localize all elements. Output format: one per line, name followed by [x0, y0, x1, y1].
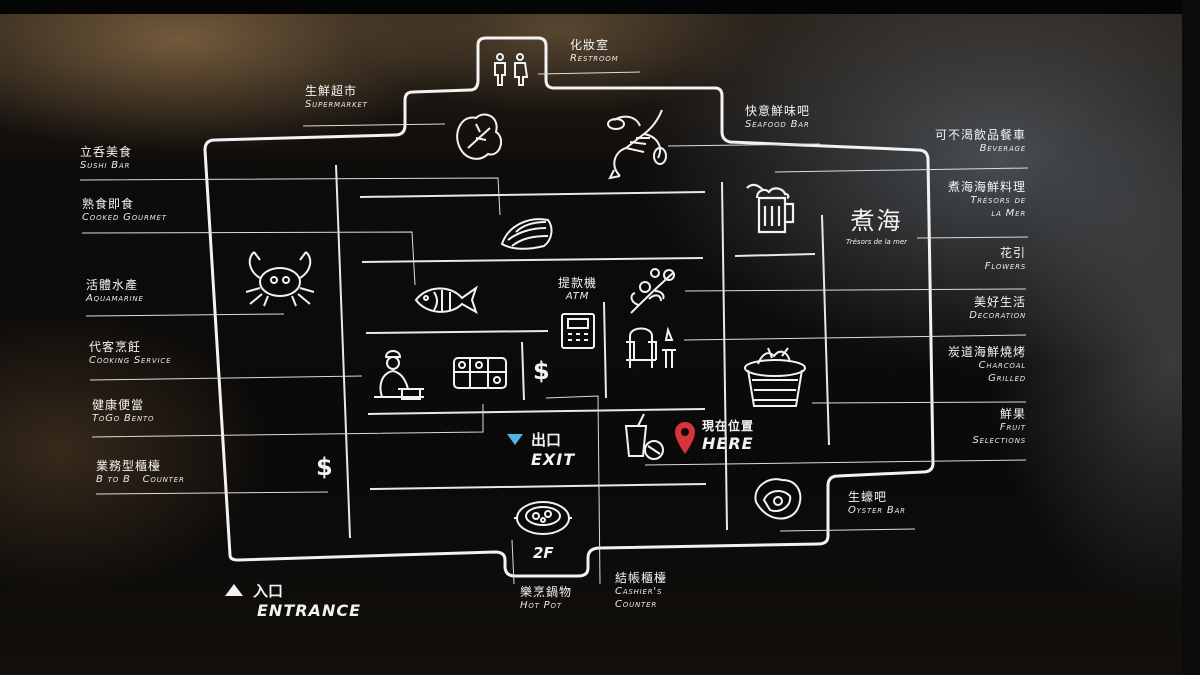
- exit-arrow-icon: [507, 434, 523, 445]
- label-flowers: 花引 Flowers: [984, 246, 1026, 272]
- top-frame: [0, 0, 1200, 14]
- atm-icon: [561, 313, 595, 349]
- brand-logo-zh: 煮海: [850, 207, 903, 235]
- label-entrance: 入口 ENTRANCE: [225, 581, 361, 621]
- lobster-icon: [607, 109, 667, 180]
- dollar-icon: $: [316, 453, 333, 481]
- label-exit: 出口 EXIT: [507, 430, 575, 470]
- label-supermarket: 生鮮超市 Supermarket: [305, 84, 368, 110]
- label-seafood-bar: 快意鮮味吧 Seafood Bar: [745, 104, 811, 130]
- grill-basket-icon: [744, 347, 806, 407]
- label-aquamarine: 活體水產 Aquamarine: [86, 278, 144, 304]
- crab-icon: [245, 251, 315, 307]
- restroom-icon: [494, 53, 529, 86]
- hot-pot-icon: [514, 501, 572, 535]
- fish-icon: [414, 285, 478, 315]
- dollar-icon: $: [533, 357, 550, 385]
- label-togo-bento: 健康便當 ToGo Bento: [92, 398, 155, 424]
- aisles: [335, 164, 830, 539]
- leader-lines: [79, 71, 1029, 585]
- brand-logo: 煮海 Trésors de la mer: [846, 206, 907, 247]
- label-decoration: 美好生活 Decoration: [969, 295, 1026, 321]
- label-hot-pot: 樂烹鍋物 Hot Pot: [520, 585, 573, 611]
- label-sushi-bar: 立呑美食 Sushi Bar: [80, 145, 133, 171]
- floor-outline: [203, 36, 935, 578]
- vegetable-icon: [456, 113, 503, 160]
- label-here: 現在位置 HERE: [702, 419, 755, 453]
- drink-icon: [624, 413, 664, 460]
- label-atm: 提款機 ATM: [558, 276, 598, 302]
- armchair-icon: [626, 326, 676, 368]
- label-beverage: 可不渴飲品餐車 Beverage: [934, 128, 1026, 154]
- location-pin-icon: [675, 422, 695, 454]
- right-frame: [1182, 0, 1200, 675]
- sushi-icon: [500, 218, 553, 250]
- label-cashier-counter: 結帳櫃檯 Cashier's Counter: [615, 571, 668, 610]
- oyster-icon: [754, 478, 802, 520]
- label-oyster-bar: 生蠔吧 Oyster Bar: [848, 490, 906, 516]
- label-charcoal-grilled: 炭道海鮮燒烤 Charcoal Grilled: [947, 345, 1026, 384]
- brand-logo-en: Trésors de la mer: [846, 238, 908, 246]
- label-floor: 2F: [533, 544, 554, 562]
- label-restroom: 化妝室 Restroom: [570, 38, 619, 64]
- chef-icon: [374, 350, 424, 400]
- entrance-arrow-icon: [225, 584, 243, 596]
- label-cooking-service: 代客烹飪 Cooking Service: [89, 340, 172, 366]
- label-cooked-gourmet: 熟食即食 Cooked Gourmet: [82, 197, 167, 223]
- flower-icon: [630, 268, 675, 314]
- bento-icon: [453, 357, 507, 389]
- beer-mug-icon: [746, 183, 795, 234]
- label-tresors: 煮海海鮮料理 Trésors de la Mer: [947, 180, 1026, 219]
- label-b2b-counter: 業務型櫃檯 B to B Counter: [96, 459, 185, 485]
- label-fruit-selections: 鮮果 Fruit Selections: [972, 407, 1026, 446]
